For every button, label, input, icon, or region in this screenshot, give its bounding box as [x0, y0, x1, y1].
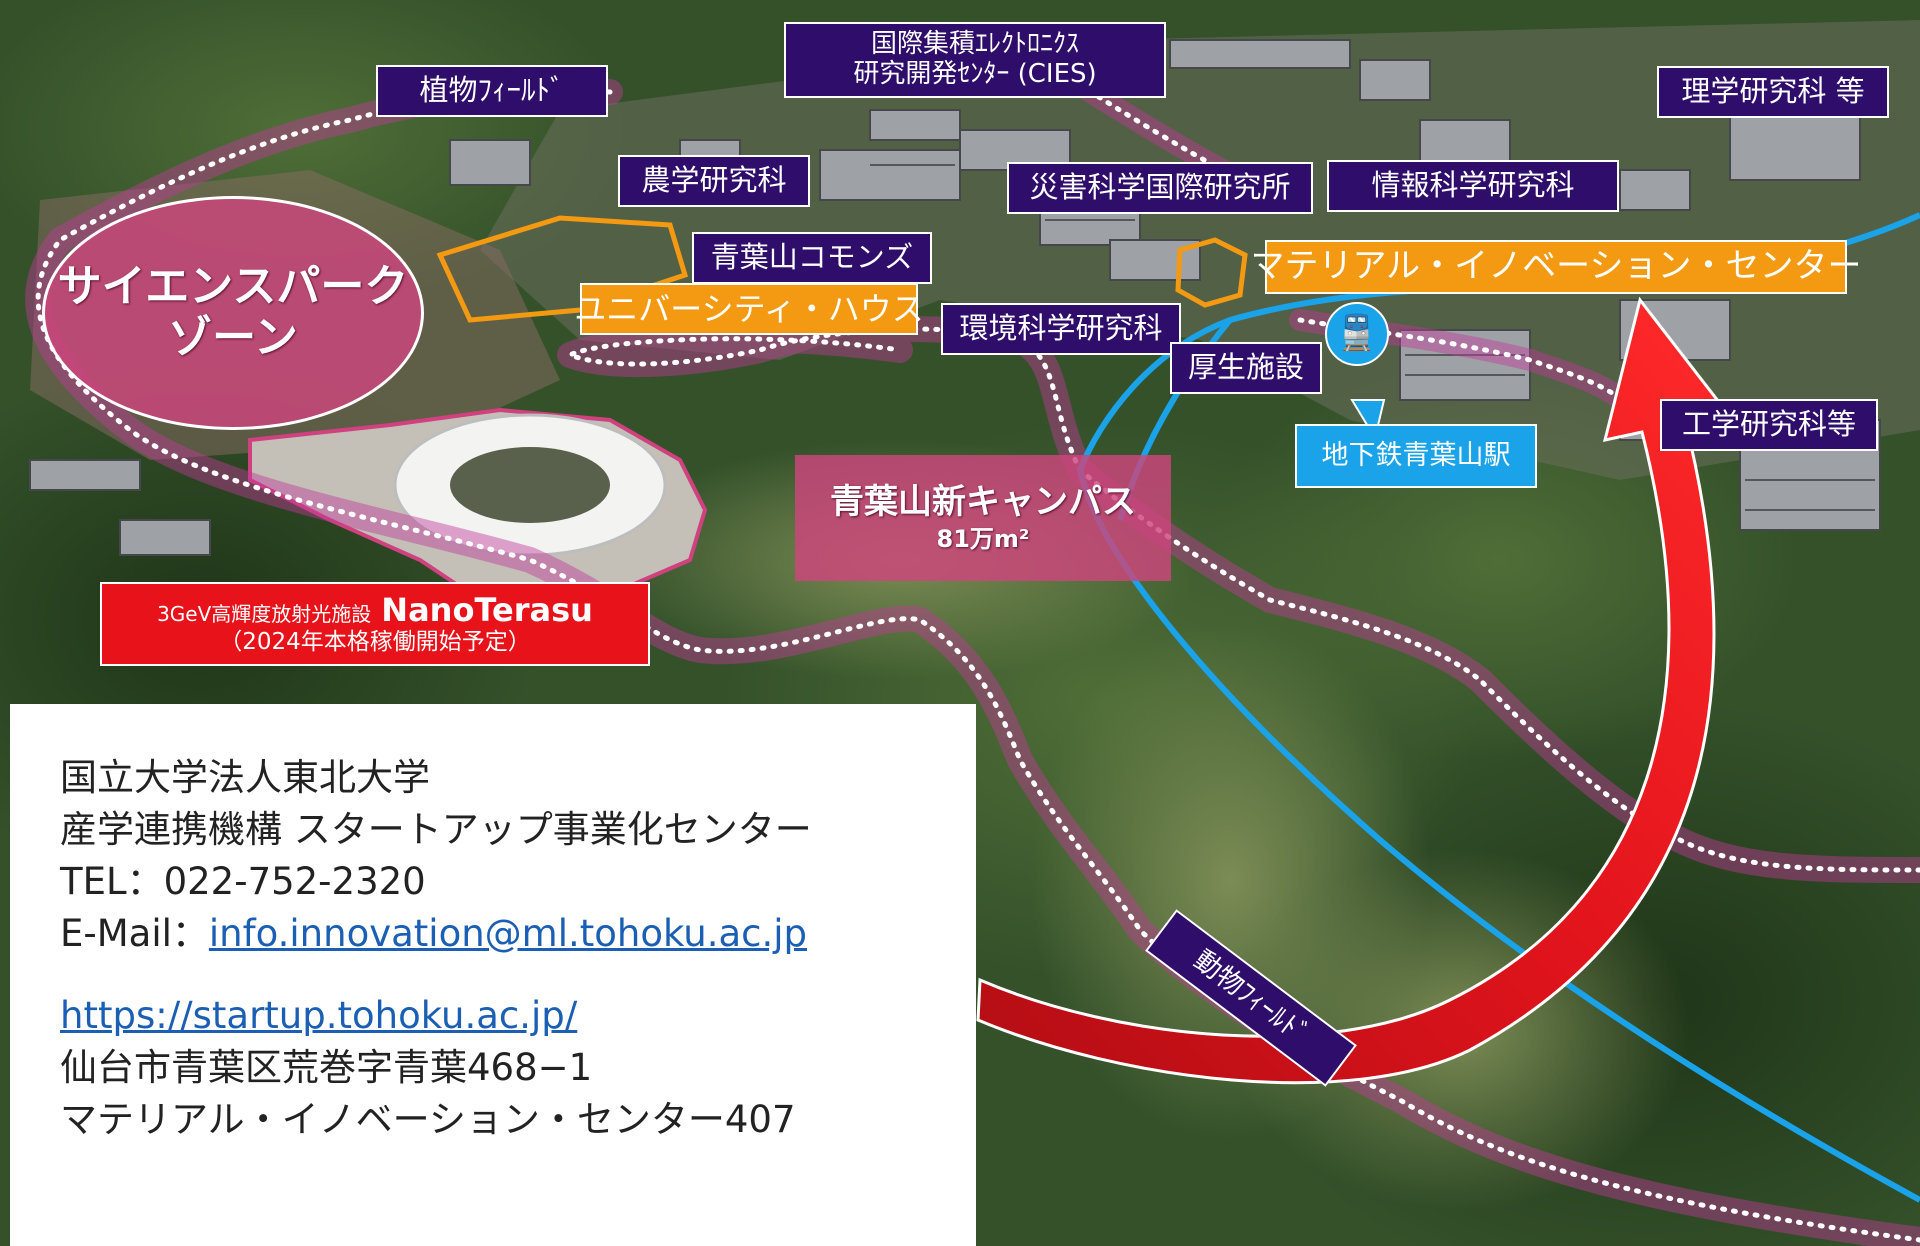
cies-label: 国際集積ｴﾚｸﾄﾛﾆｸｽ 研究開発ｾﾝﾀｰ (CIES) — [784, 22, 1166, 98]
subway-station-label: 地下鉄青葉山駅 — [1295, 424, 1537, 488]
org-name: 国立大学法人東北大学 — [60, 756, 430, 799]
email-prefix: E-Mail： — [60, 912, 209, 955]
env-grad-label: 環境科学研究科 — [941, 303, 1181, 355]
material-center-label: マテリアル・イノベーション・センター — [1251, 240, 1862, 294]
eng-grad-label: 工学研究科等 — [1660, 399, 1878, 451]
nanoterasu-name: NanoTerasu — [381, 591, 593, 630]
synchrotron-inner — [450, 447, 610, 523]
disaster-inst-label: 災害科学国際研究所 — [1007, 162, 1313, 214]
nanoterasu-label: 3GeV高輝度放射光施設 NanoTerasu （2024年本格稼働開始予定） — [100, 582, 650, 666]
cies-label-line2: 研究開発ｾﾝﾀｰ (CIES) — [853, 59, 1097, 89]
campus-area: 81万m² — [936, 524, 1030, 553]
spacer — [60, 960, 926, 990]
train-icon: 🚆 — [1335, 313, 1379, 354]
plant-field-label: 植物ﾌｨｰﾙﾄﾞ — [376, 65, 608, 117]
email-row: E-Mail：info.innovation@ml.tohoku.ac.jp — [60, 908, 926, 960]
new-campus-label: 青葉山新キャンパス 81万m² — [795, 455, 1171, 581]
university-house-label: ユニバーシティ・ハウス — [574, 283, 924, 335]
station-icon: 🚆 — [1325, 302, 1389, 366]
cies-label-line1: 国際集積ｴﾚｸﾄﾛﾆｸｽ — [870, 29, 1079, 60]
material-center-marker — [1175, 237, 1248, 308]
university-house-marker — [436, 215, 689, 323]
welfare-label: 厚生施設 — [1170, 342, 1322, 394]
aobayama-commons-label: 青葉山コモンズ — [692, 232, 932, 284]
url-row: https://startup.tohoku.ac.jp/ — [60, 990, 926, 1042]
science-park-line2: ゾーン — [168, 312, 298, 363]
address-line1: 仙台市青葉区荒巻字青葉468−1 — [60, 1046, 593, 1089]
curved-arrow — [976, 296, 1728, 1085]
science-park-line1: サイエンスパーク — [57, 261, 409, 313]
science-grad-label: 理学研究科 等 — [1657, 66, 1889, 118]
nanoterasu-note: （2024年本格稼働開始予定） — [219, 629, 531, 656]
dept-name: 産学連携機構 スタートアップ事業化センター — [60, 808, 812, 851]
email-link[interactable]: info.innovation@ml.tohoku.ac.jp — [208, 912, 808, 955]
contact-info-box: 国立大学法人東北大学 産学連携機構 スタートアップ事業化センター TEL：022… — [10, 704, 976, 1246]
tel: TEL：022-752-2320 — [60, 860, 426, 903]
campus-name: 青葉山新キャンパス — [830, 481, 1136, 522]
nanoterasu-prefix: 3GeV高輝度放射光施設 — [157, 602, 372, 627]
address-line2: マテリアル・イノベーション・センター407 — [60, 1098, 796, 1141]
science-park-zone: サイエンスパーク ゾーン — [42, 196, 424, 430]
info-sci-grad-label: 情報科学研究科 — [1327, 160, 1619, 212]
agri-grad-label: 農学研究科 — [618, 155, 810, 207]
website-link[interactable]: https://startup.tohoku.ac.jp/ — [60, 994, 578, 1037]
